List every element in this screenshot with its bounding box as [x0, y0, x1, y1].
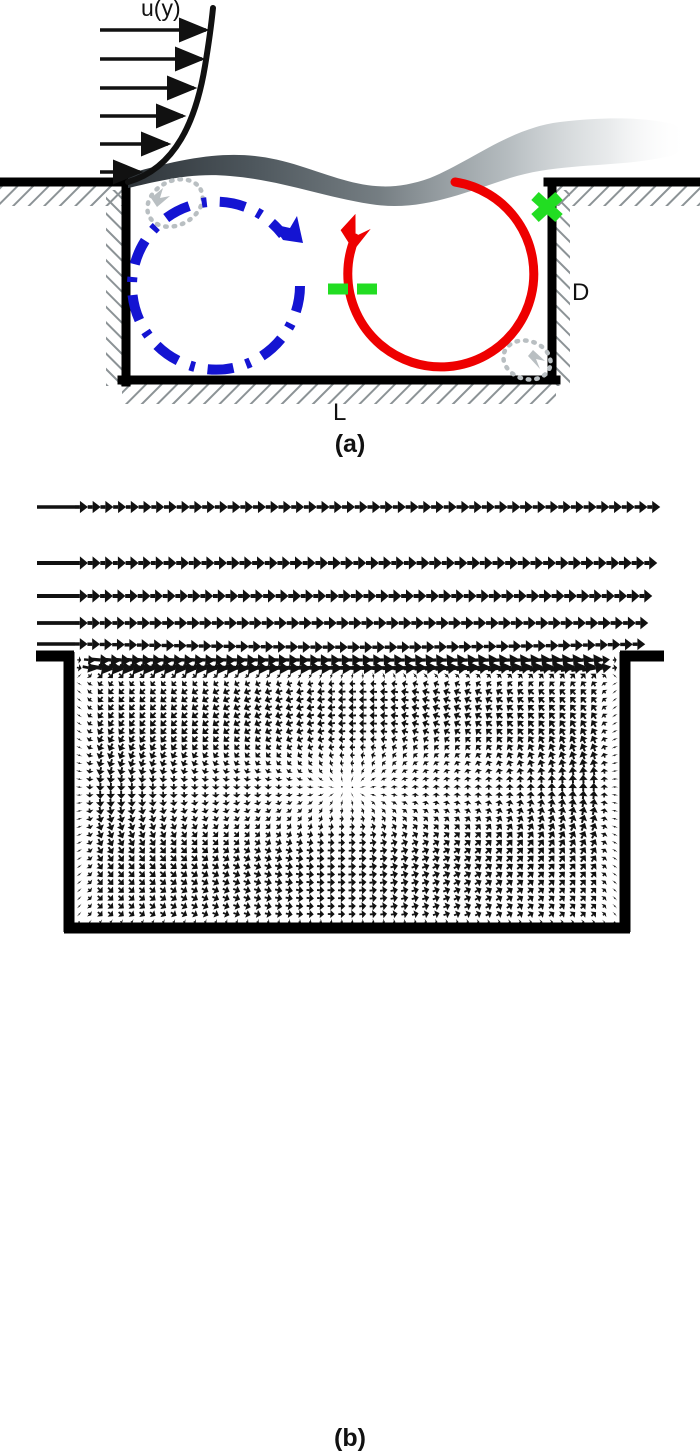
corner-eddy-upstream-arrow	[151, 188, 170, 207]
primary-vortex	[339, 182, 534, 367]
velocity-profile-label: u(y)	[141, 0, 181, 21]
panel-a-schematic: u(y)	[0, 0, 700, 480]
secondary-vortex	[132, 202, 303, 370]
panel-a-caption: (a)	[0, 430, 700, 459]
corner-eddy-downstream-arrow	[528, 350, 545, 369]
velocity-vector-field	[37, 501, 660, 926]
panel-b-svg	[0, 480, 700, 986]
velocity-profile: u(y)	[100, 0, 213, 182]
cavity-depth-label: D	[572, 279, 589, 306]
panel-b-vector-field: (b)	[0, 480, 700, 986]
panel-b-caption: (b)	[0, 1424, 700, 1453]
figure-root: u(y)	[0, 0, 700, 986]
cavity-length-label: L	[333, 399, 346, 426]
panel-a-svg: u(y)	[0, 0, 700, 480]
